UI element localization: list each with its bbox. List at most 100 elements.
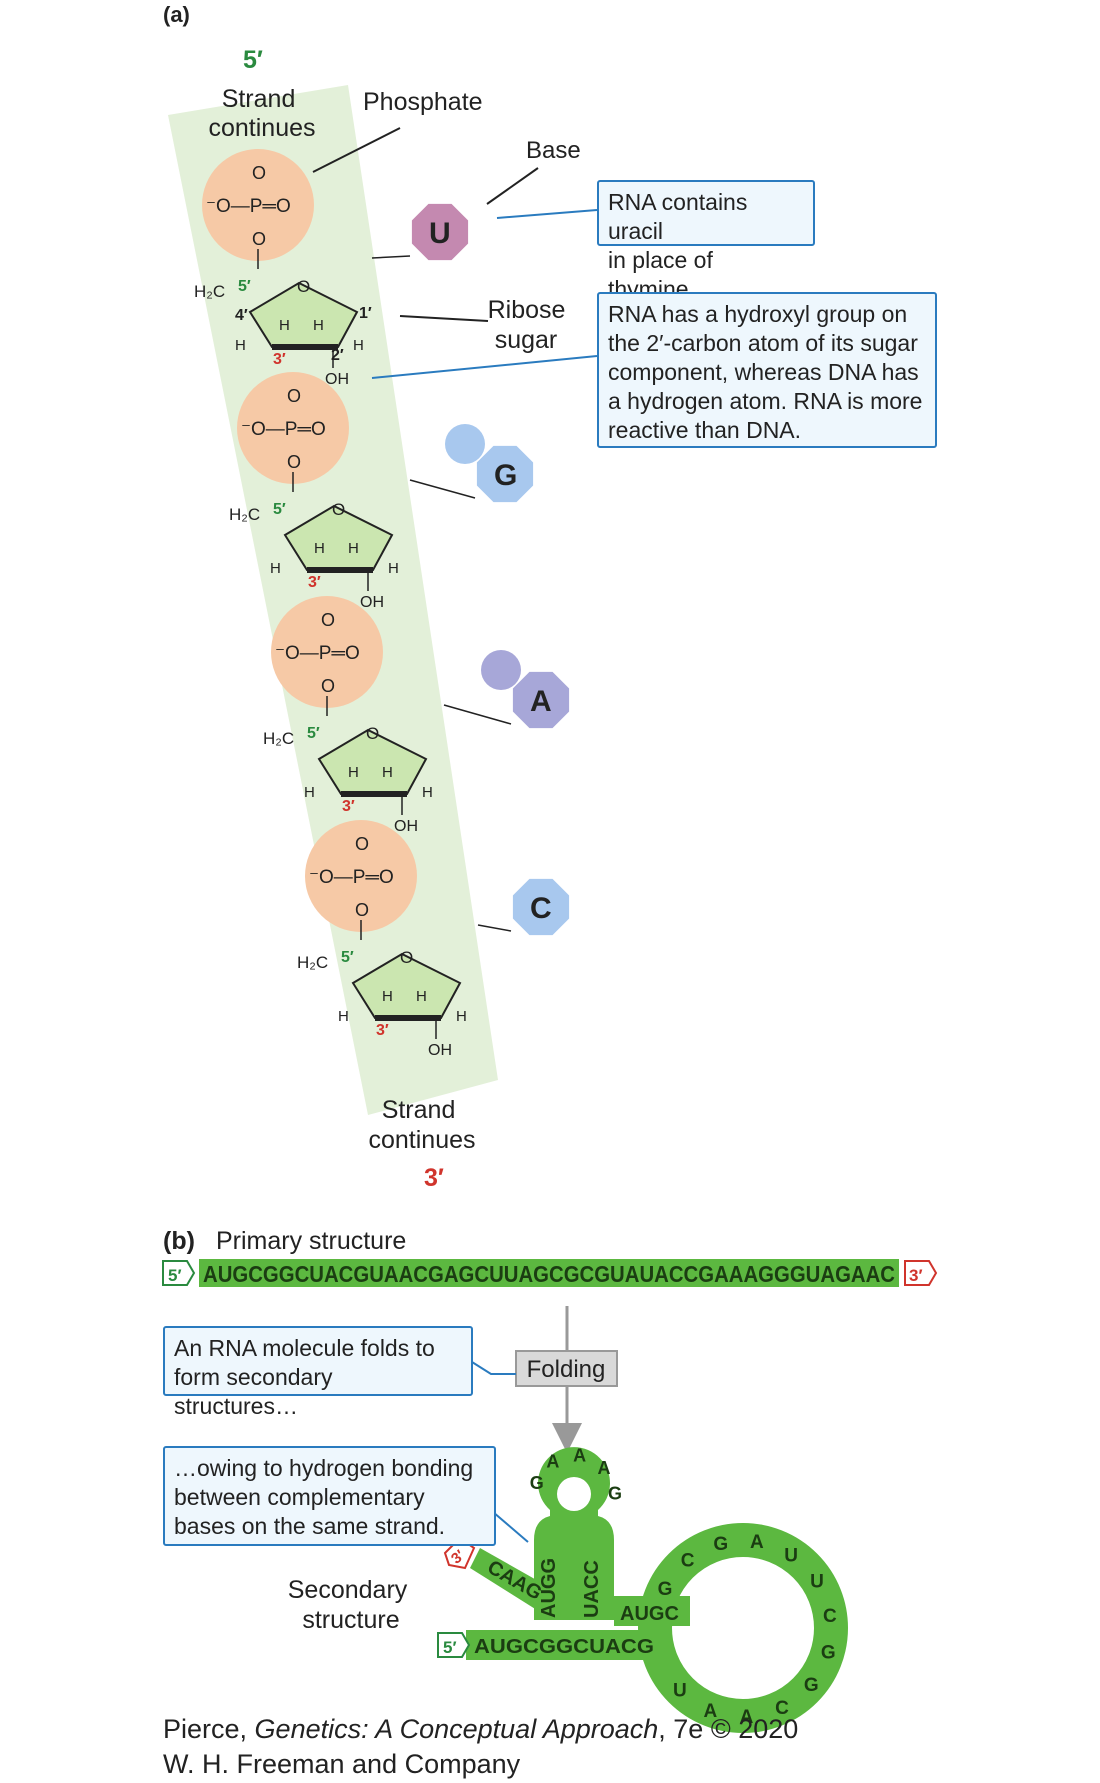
c1-h: H [456, 1008, 467, 1025]
three-prime-carbon: 3′ [273, 351, 286, 368]
hydroxyl-oh: OH [428, 1042, 452, 1059]
uracil-callout: RNA contains uracil in place of thymine. [597, 180, 815, 302]
three-prime-bottom-label: 3′ [424, 1164, 444, 1192]
phosphate-o-bottom: O [252, 229, 266, 249]
augg-letters: AUGG [538, 1558, 560, 1618]
phosphate-o-bottom: O [321, 676, 335, 696]
phosphate-circle [305, 820, 417, 932]
four-prime-carbon: 4′ [235, 307, 248, 324]
large-internal-loop [638, 1523, 848, 1733]
hairpin-letter: A [573, 1445, 586, 1465]
base-five-ring [481, 650, 521, 690]
ribose-ring [351, 952, 462, 1019]
five-prime-carbon: 5′ [273, 501, 286, 518]
phosphate-group-text: ⁻O—P═O [241, 419, 326, 440]
strand-continues-bottom: Strand continues [368, 1096, 475, 1154]
base-unit: U [371, 200, 472, 264]
hairpin-letter: G [530, 1473, 544, 1493]
phosphate-o-top: O [321, 610, 335, 630]
panel-a-label: (a) [163, 2, 190, 27]
uacc-letters: UACC [581, 1560, 603, 1618]
three-prime-carbon: 3′ [342, 798, 355, 815]
c4-h: H [304, 784, 315, 801]
c1-h: H [353, 337, 364, 354]
phosphate-o-bottom: O [287, 452, 301, 472]
c1-h: H [388, 560, 399, 577]
phosphate-group-text: ⁻O—P═O [206, 196, 291, 217]
c1-h: H [422, 784, 433, 801]
base-unit: C [477, 875, 573, 939]
primary-structure-title: Primary structure [216, 1227, 406, 1255]
five-prime-carbon: 5′ [341, 949, 354, 966]
strand-continues-top-line2: continues [208, 114, 315, 142]
three-prime-tag [904, 1260, 938, 1286]
credit-line-1: Pierce, Genetics: A Conceptual Approach,… [163, 1712, 798, 1746]
glycosidic-bond [371, 255, 411, 259]
h2c-label: H₂C [297, 953, 328, 972]
five-prime-carbon: 5′ [238, 278, 251, 295]
base-ring [408, 200, 472, 264]
h2c-label: H₂C [229, 505, 260, 524]
base-leader [486, 167, 539, 205]
phosphate-group-text: ⁻O—P═O [309, 867, 394, 888]
loop-letter: C [775, 1698, 789, 1719]
base-unit: A [443, 650, 573, 732]
hairpin-letter: A [597, 1458, 610, 1478]
ribose-label-line1: Ribose [488, 296, 566, 324]
nitrogenous-bases: U G A C [371, 200, 573, 939]
base-label: Base [526, 137, 581, 164]
two-prime-carbon: 2′ [331, 347, 344, 364]
ring-h-left: H [314, 540, 325, 557]
five-prime-carbon: 5′ [307, 725, 320, 742]
hairpin-letter: A [546, 1451, 559, 1471]
hydroxyl-oh: OH [394, 818, 418, 835]
caag-strand [470, 1548, 540, 1612]
hairpin-letter: G [608, 1483, 622, 1503]
fold-callout-leader [471, 1361, 516, 1375]
primary-sequence-bar: 5′ AUGCGGCUACGUAACGAGCUUAGCGCGUAUACCGAAA… [162, 1259, 938, 1287]
loop-letter: U [673, 1680, 687, 1701]
bottom-strand [466, 1630, 660, 1660]
hydroxyl-callout: RNA has a hydroxyl group on the 2′-carbo… [597, 292, 937, 448]
h2c-label: H₂C [263, 729, 294, 748]
loop-letter: C [681, 1551, 695, 1572]
hairpin-stem [534, 1447, 614, 1620]
base-ring [509, 875, 573, 939]
three-prime-carbon: 3′ [376, 1022, 389, 1039]
ring-oxygen: O [297, 277, 310, 296]
ring-h-right: H [416, 988, 427, 1005]
loop-letter: A [703, 1701, 717, 1722]
loop-letter: U [784, 1545, 798, 1566]
h2c-label: H₂C [194, 282, 225, 301]
phosphate-o-bottom: O [355, 900, 369, 920]
secondary-label-line2: structure [302, 1606, 399, 1634]
bond-callout-leader [492, 1511, 529, 1543]
ring-oxygen: O [400, 948, 413, 967]
c4-h: H [235, 337, 246, 354]
phosphate-circle [237, 372, 349, 484]
ribose-label-line2: sugar [495, 326, 558, 354]
panel-b-label: (b) [163, 1227, 195, 1255]
augc-letters: AUGC [620, 1603, 679, 1625]
ring-h-right: H [382, 764, 393, 781]
base-ring [509, 668, 573, 732]
base-letter: G [494, 459, 517, 492]
folding-label: Folding [527, 1356, 606, 1383]
five-prime-tag [162, 1260, 196, 1286]
ring-h-right: H [313, 317, 324, 334]
ring-oxygen: O [366, 724, 379, 743]
loop-letter: U [810, 1571, 824, 1592]
glycosidic-bond [409, 479, 476, 499]
ring-h-right: H [348, 540, 359, 557]
loop-letter: C [823, 1606, 837, 1627]
five-prime-top-label: 5′ [243, 46, 263, 74]
strand-continues-bottom-line1: Strand [382, 1096, 456, 1124]
credit-book-title: Genetics: A Conceptual Approach [254, 1714, 659, 1744]
one-prime-carbon: 1′ [359, 305, 372, 322]
